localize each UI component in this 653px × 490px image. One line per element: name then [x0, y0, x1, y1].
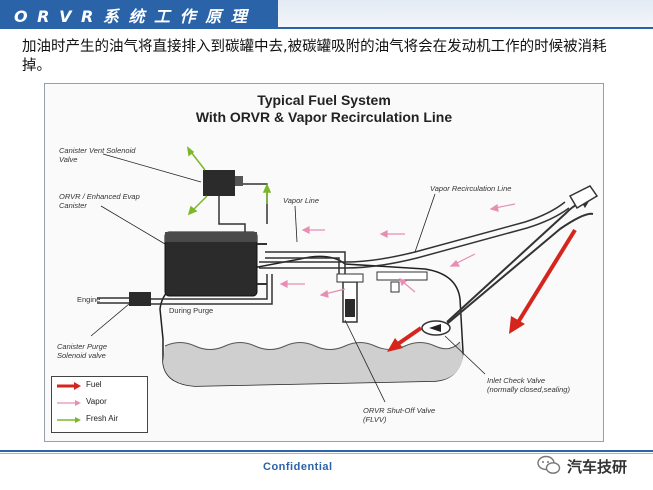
legend-fuel: Fuel — [56, 379, 146, 393]
fuel-tank — [159, 255, 464, 387]
label-canister-vent: Canister Vent Solenoid Valve — [59, 146, 135, 164]
label-orvr-canister-l2: Canister — [59, 201, 87, 210]
label-purge-valve-l1: Canister Purge — [57, 342, 108, 351]
fresh-air-arrow-icon — [57, 417, 81, 423]
label-orvr-canister: ORVR / Enhanced Evap Canister — [59, 192, 140, 210]
legend-fresh-air-label: Fresh Air — [86, 414, 119, 423]
label-shutoff-valve-l1: ORVR Shut-Off Valve — [363, 406, 436, 415]
header-bar: O R V R 系 统 工 作 原 理 — [0, 0, 278, 27]
label-orvr-canister-l1: ORVR / Enhanced Evap — [59, 192, 140, 201]
legend-vapor: Vapor — [56, 396, 146, 410]
legend: Fuel Vapor Fresh Air — [51, 376, 148, 433]
footer-divider — [0, 450, 653, 452]
label-shutoff-valve: ORVR Shut-Off Valve (FLVV) — [363, 406, 435, 424]
diagram-title-line1: Typical Fuel System — [257, 92, 391, 108]
label-vapor-line: Vapor Line — [283, 196, 319, 205]
intro-text: 加油时产生的油气将直接排入到碳罐中去,被碳罐吸附的油气将会在发动机工作的时候被消… — [22, 39, 607, 74]
label-purge-valve: Canister Purge Solenoid valve — [57, 342, 107, 360]
label-vapor-recirc: Vapor Recirculation Line — [430, 184, 512, 193]
fuel-arrows — [387, 228, 577, 352]
label-canister-vent-l1: Canister Vent Solenoid — [59, 146, 136, 155]
legend-fresh-air: Fresh Air — [56, 413, 146, 427]
label-shutoff-valve-l2: (FLVV) — [363, 415, 387, 424]
header-band — [278, 0, 653, 27]
label-inlet-check: Inlet Check Valve (normally closed,seali… — [487, 376, 570, 394]
confidential-label: Confidential — [263, 461, 333, 473]
purge-line — [97, 274, 273, 306]
label-inlet-check-l1: Inlet Check Valve — [487, 376, 546, 385]
canister — [164, 231, 267, 297]
label-canister-vent-l2: Valve — [59, 155, 78, 164]
filler-neck — [434, 185, 599, 335]
legend-fuel-label: Fuel — [86, 380, 102, 389]
slide-title: O R V R 系 统 工 作 原 理 — [14, 7, 249, 26]
fresh-air-arrows — [186, 146, 272, 216]
label-purge-valve-l2: Solenoid valve — [57, 351, 106, 360]
diagram-title-line2: With ORVR & Vapor Recirculation Line — [195, 109, 453, 125]
label-inlet-check-l2: (normally closed,sealing) — [487, 385, 570, 394]
diagram-drawing — [90, 146, 599, 403]
vapor-recirc-line — [259, 201, 570, 269]
inlet-check-valve — [421, 320, 451, 336]
watermark-text: 汽车技研 — [567, 458, 628, 476]
footer-divider-thin — [0, 453, 653, 454]
vapor-arrows — [279, 203, 516, 298]
label-during-purge: During Purge — [169, 306, 214, 315]
fuel-system-diagram: Typical Fuel System With ORVR & Vapor Re… — [44, 83, 604, 442]
vapor-line — [265, 251, 346, 274]
legend-vapor-label: Vapor — [86, 397, 107, 406]
fuel-arrow-icon — [57, 382, 81, 390]
label-engine: Engine — [77, 295, 101, 304]
shutoff-valve — [336, 271, 428, 323]
leader-lines — [90, 153, 486, 403]
wechat-icon — [537, 455, 561, 474]
vent-solenoid — [203, 170, 268, 232]
header-divider — [0, 27, 653, 29]
vapor-arrow-icon — [57, 400, 81, 406]
